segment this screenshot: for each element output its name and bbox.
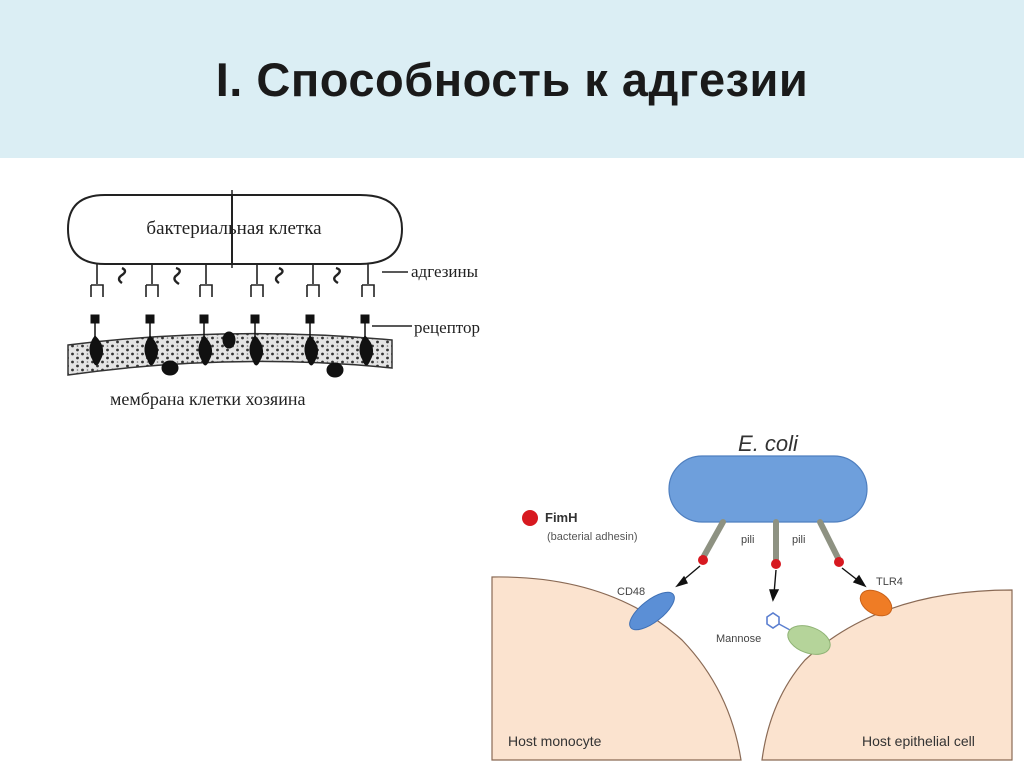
mannose-label: Mannose: [716, 633, 761, 645]
bacterial-cell-label: бактериальная клетка: [146, 218, 322, 239]
fimh-legend-dot: [522, 510, 538, 526]
tlr4-label: TLR4: [876, 576, 903, 588]
host-epithelial-cell: [761, 589, 1013, 761]
slide-title: I. Способность к адгезии: [215, 52, 809, 106]
fimh-legend-desc: (bacterial adhesin): [547, 531, 638, 543]
mannose-hexagon: [766, 612, 780, 629]
adhesin-stalks: [90, 264, 375, 297]
binding-arrows: [675, 565, 867, 602]
receptors: [89, 314, 374, 378]
cd48-receptor: [629, 591, 675, 631]
fimh-tips: [698, 555, 844, 569]
ecoli-title: E. coli: [738, 431, 799, 456]
pili-right-label: pili: [792, 534, 805, 546]
ecoli-bacterium: [668, 455, 868, 523]
mannose-receptor: [787, 625, 831, 655]
host-monocyte-label: Host monocyte: [508, 733, 602, 749]
host-monocyte-cell: [491, 576, 742, 761]
fimh-legend-name: FimH: [545, 510, 578, 525]
receptor-label: рецептор: [414, 318, 480, 337]
tlr4-receptor: [859, 589, 893, 617]
title-bar: [0, 0, 1024, 158]
bacterial-cell-outline: [66, 194, 233, 265]
cd48-label: CD48: [617, 586, 645, 598]
bacterial-cell-outline-right: [231, 194, 404, 265]
host-epithelial-label: Host epithelial cell: [862, 733, 975, 749]
membrane-label: мембрана клетки хозяина: [110, 389, 305, 409]
adhesins-label: адгезины: [411, 262, 479, 281]
pili-left-label: pili: [741, 534, 754, 546]
adhesin-squiggles: [117, 266, 341, 286]
pili: [701, 519, 841, 563]
